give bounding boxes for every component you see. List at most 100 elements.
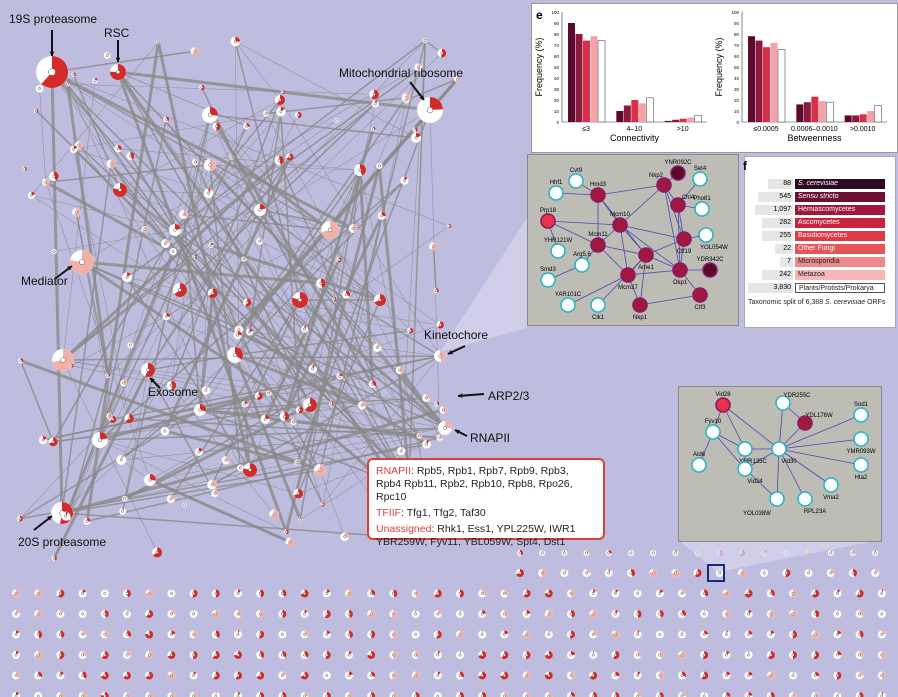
inset-node-label: Hmd3 (590, 182, 607, 188)
inset-node-label: Arg5,6 (573, 252, 591, 258)
taxonomy-label: Basidiomycetes (795, 231, 885, 241)
small-node-70 (33, 108, 39, 114)
grid-node-r6 (500, 691, 509, 697)
grid-node-r2 (566, 609, 576, 619)
grid-node-r4 (411, 650, 420, 660)
grid-node-r6 (677, 691, 687, 697)
small-node-75 (201, 385, 211, 395)
grid-node-r3 (78, 630, 87, 639)
inset-node-label: YAR101C (555, 292, 582, 298)
small-node-54 (336, 256, 342, 263)
small-node-23 (242, 298, 252, 307)
chart-ytick: 10 (734, 109, 740, 114)
grid-node-r0 (515, 568, 525, 578)
grid-node-r2 (167, 609, 176, 619)
small-node-122 (396, 446, 406, 456)
inset-node-label: Clk1 (592, 315, 605, 321)
inset-node-label: YDL176W (805, 413, 833, 419)
grid-node-r1 (78, 589, 87, 598)
grid-node-r4 (167, 650, 176, 660)
bar (568, 23, 575, 122)
small-node-11 (163, 116, 170, 123)
chart-ytick: 80 (734, 32, 740, 37)
small-node-53 (290, 418, 297, 426)
small-node-99 (210, 489, 219, 498)
grid-node-r1 (433, 589, 443, 598)
grid-node-r1 (411, 589, 420, 598)
grid-node-r4 (655, 650, 665, 660)
small-node-76 (192, 254, 198, 259)
grid-node-r2 (588, 609, 598, 619)
arrow-6 (457, 393, 485, 399)
grid-node-r2 (189, 609, 198, 619)
inset-node-label: Nkp2 (649, 173, 664, 179)
grid-node-r5 (788, 671, 798, 680)
small-node-3 (254, 391, 264, 401)
grid-node-r3 (389, 630, 398, 639)
small-node-134 (285, 537, 295, 547)
arrow-5 (149, 377, 161, 389)
chart-ytick: 70 (734, 43, 740, 48)
grid-node-r5 (33, 671, 43, 680)
complex-node-16 (112, 182, 128, 198)
grid-node-r5 (655, 671, 665, 680)
inset-node-Mcm10: Mcm10 (610, 212, 630, 233)
grid-node-r4 (433, 650, 443, 660)
inset-node-Fyv10: Fyv10 (705, 419, 722, 440)
complex-legend-box: RNAPII: Rpb5, Rpb1, Rpb7, Rpb9, Rpb3, Rp… (367, 458, 605, 548)
small-node-97 (61, 511, 71, 521)
label-20s-proteasome: 20S proteasome (18, 535, 107, 549)
grid-node-r5 (211, 671, 221, 680)
grid-node-r5 (233, 671, 243, 680)
grid-node-r6 (766, 691, 776, 697)
label-mediator: Mediator (21, 274, 68, 288)
grid-node-r3 (433, 630, 443, 639)
grid-node-r2 (11, 609, 21, 619)
small-node-18 (243, 122, 251, 130)
grid-node-top (827, 549, 835, 557)
small-node-60 (212, 122, 221, 131)
grid-node-r1 (633, 589, 642, 598)
legend-rnapii-title: RNAPII (376, 465, 412, 477)
grid-node-r0 (582, 568, 591, 578)
grid-node-r5 (810, 671, 820, 680)
taxonomy-label: Sensu stricto (795, 192, 885, 202)
complex-node-15 (172, 282, 188, 298)
grid-node-r6 (366, 691, 376, 697)
arrow-7 (454, 429, 468, 437)
inset-node-label: Mcm11 (588, 232, 608, 238)
grid-node-r3 (233, 630, 243, 639)
zoom-highlight-box[interactable] (707, 564, 725, 582)
grid-node-r2 (544, 609, 554, 619)
small-node-4 (376, 162, 383, 170)
chart-ytick: 0 (736, 120, 739, 125)
grid-node-r6 (78, 691, 87, 697)
grid-node-r5 (300, 671, 309, 680)
small-node-81 (300, 325, 309, 333)
grid-node-r6 (11, 691, 21, 697)
small-node-38 (181, 502, 188, 508)
small-node-69 (279, 411, 290, 422)
small-node-6 (315, 278, 326, 289)
grid-node-top (849, 549, 857, 557)
small-node-108 (434, 401, 440, 407)
inset-node-Clk1: Clk1 (590, 297, 606, 321)
grid-node-r5 (366, 671, 376, 680)
complex-node-20 (193, 403, 207, 417)
grid-node-r3 (167, 630, 176, 639)
grid-node-r2 (322, 609, 332, 619)
inset-node-label: YHR121W (544, 238, 573, 244)
grid-node-r5 (833, 671, 842, 680)
grid-node-r4 (766, 650, 776, 660)
grid-node-r2 (722, 609, 731, 619)
grid-node-r3 (211, 630, 221, 639)
small-node-132 (221, 455, 231, 465)
grid-node-r1 (833, 589, 842, 598)
grid-node-r5 (611, 671, 620, 680)
small-node-7 (371, 100, 380, 108)
grid-node-r0 (671, 568, 680, 578)
chart-ytick: 10 (554, 109, 560, 114)
inset-node-label: RPL23A (804, 509, 826, 515)
